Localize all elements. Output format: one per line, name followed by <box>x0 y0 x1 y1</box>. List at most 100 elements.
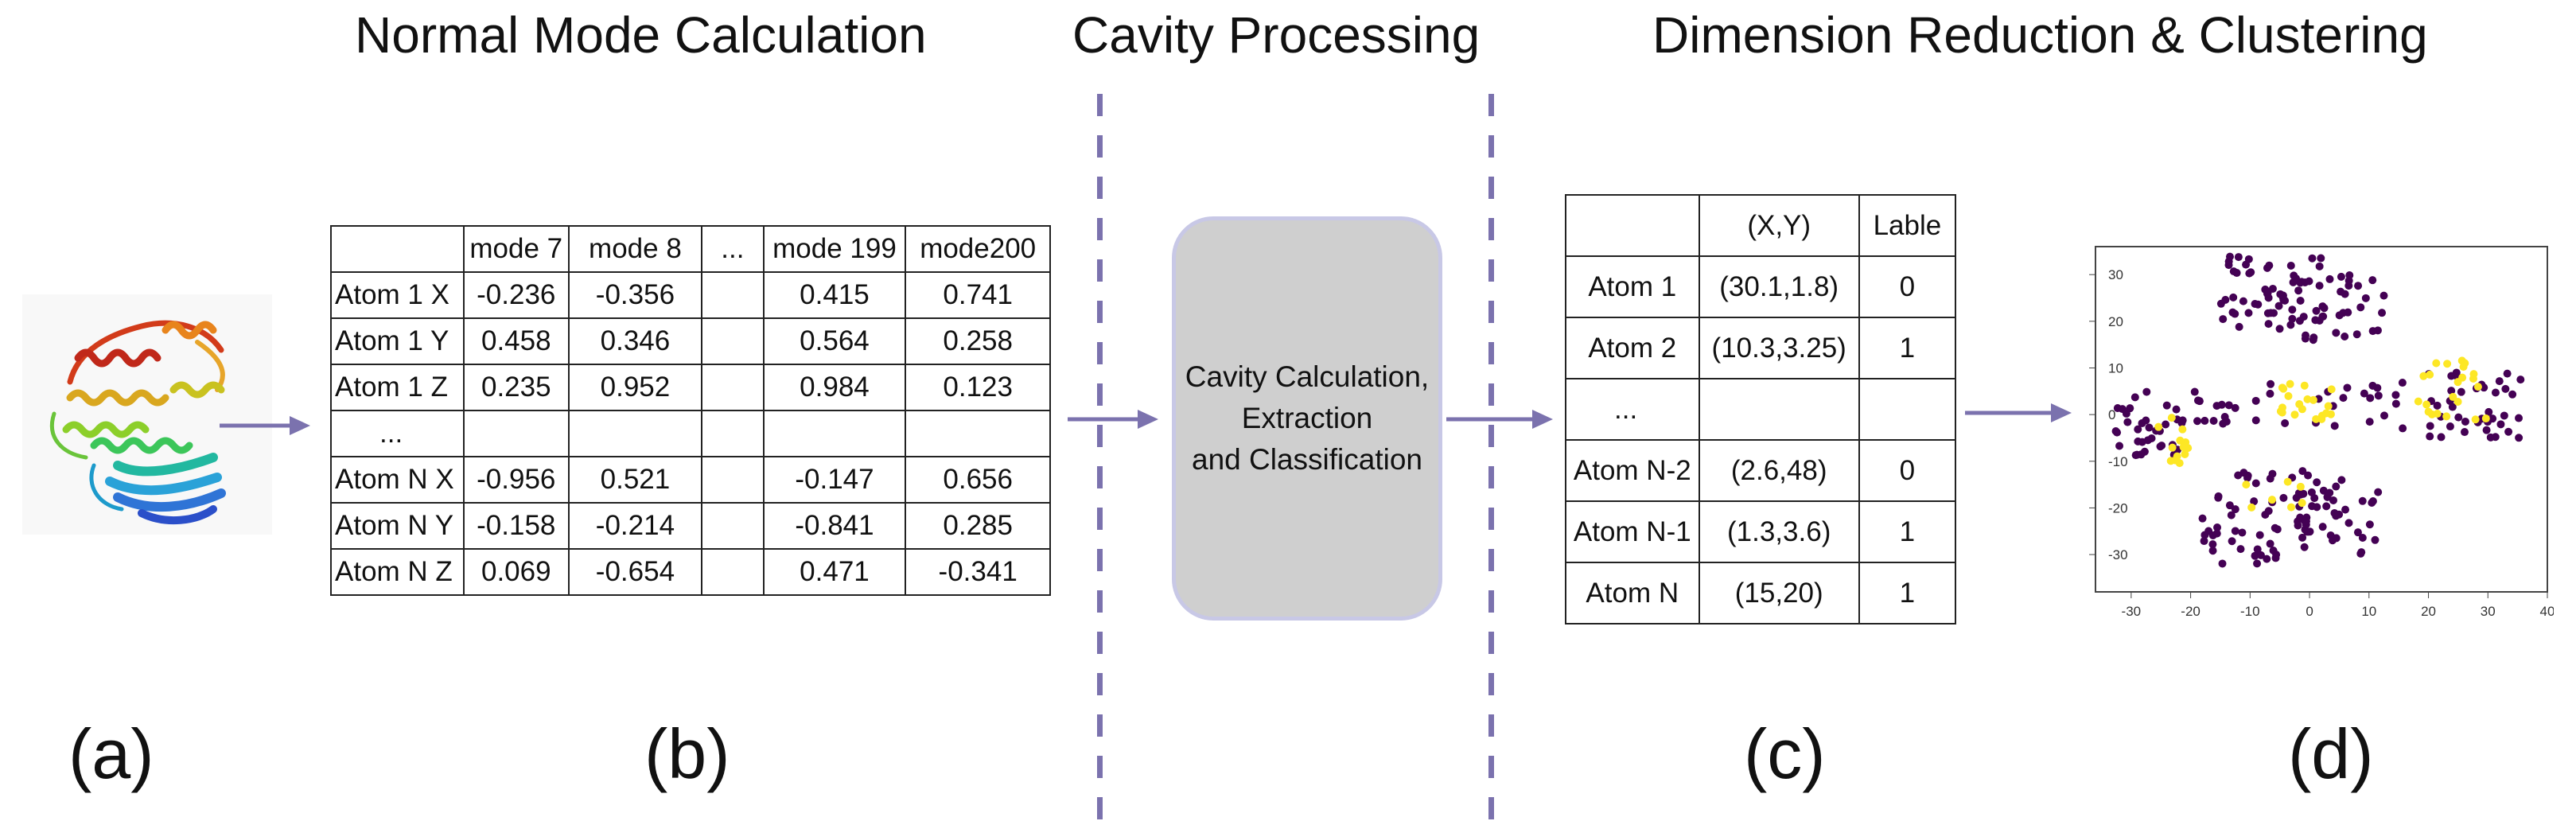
table-cell: 0.984 <box>762 364 907 411</box>
scatter-point-class-0 <box>2267 379 2275 388</box>
scatter-point-class-0 <box>2398 379 2407 387</box>
scatter-point-class-0 <box>2162 401 2171 410</box>
scatter-point-class-1 <box>2471 415 2480 424</box>
scatter-point-class-1 <box>2414 397 2422 406</box>
y-tick-label: -10 <box>2108 454 2128 469</box>
scatter-point-class-0 <box>2229 267 2238 276</box>
scatter-point-class-0 <box>2325 488 2334 497</box>
scatter-point-class-0 <box>2313 478 2321 487</box>
arrow-b-to-process <box>1068 410 1158 429</box>
scatter-point-class-0 <box>2294 488 2303 497</box>
scatter-point-class-0 <box>2118 405 2127 414</box>
scatter-point-class-0 <box>2200 537 2208 546</box>
table-cell: -0.341 <box>905 548 1051 596</box>
scatter-point-class-0 <box>2227 511 2236 519</box>
table-cell: (15,20) <box>1698 562 1860 625</box>
scatter-point-class-1 <box>2286 379 2294 388</box>
scatter-point-class-0 <box>2264 320 2273 329</box>
scatter-point-class-0 <box>2360 389 2368 398</box>
scatter-point-class-1 <box>2324 402 2333 410</box>
scatter-point-class-1 <box>2278 408 2286 417</box>
scatter-point-class-0 <box>2313 503 2321 512</box>
cavity-process-box: Cavity Calculation, Extraction and Class… <box>1172 216 1442 621</box>
table-cell <box>701 548 765 596</box>
scatter-point-class-0 <box>2366 394 2375 403</box>
scatter-point-class-0 <box>2261 510 2270 519</box>
scatter-point-class-1 <box>2287 503 2296 512</box>
table-cell: (2.6,48) <box>1698 439 1860 502</box>
table-cell: -0.841 <box>762 502 907 550</box>
scatter-point-class-0 <box>2263 554 2271 563</box>
scatter-point-class-0 <box>2193 417 2202 426</box>
scatter-point-class-1 <box>2327 385 2336 394</box>
scatter-point-class-0 <box>2337 476 2346 484</box>
header-cavity-processing: Cavity Processing <box>1072 6 1481 64</box>
scatter-point-class-0 <box>2275 325 2284 333</box>
row-label: Atom 2 <box>1565 317 1700 379</box>
scatter-point-class-1 <box>2181 449 2189 458</box>
scatter-point-class-0 <box>2216 299 2225 308</box>
scatter-point-class-1 <box>2433 410 2442 418</box>
scatter-point-class-0 <box>2515 414 2523 422</box>
scatter-point-class-0 <box>2142 387 2151 396</box>
arrow-a-to-b <box>220 416 310 435</box>
scatter-point-class-0 <box>2341 505 2350 514</box>
scatter-point-class-0 <box>2219 315 2228 324</box>
scatter-point-class-0 <box>2309 336 2317 344</box>
coordinate-label-table: (X,Y) Lable Atom 1 (30.1,1.8) 0 Atom 2 (… <box>1565 194 1957 625</box>
process-line-2: Extraction <box>1241 402 1373 434</box>
scatter-point-class-0 <box>2234 471 2243 480</box>
scatter-point-class-1 <box>2242 481 2251 489</box>
table-cell <box>1698 378 1860 441</box>
scatter-point-class-0 <box>2235 322 2243 331</box>
scatter-point-class-0 <box>2426 422 2434 430</box>
arrow-process-to-c <box>1446 410 1553 429</box>
scatter-point-class-0 <box>2365 520 2374 529</box>
table-cell: 0.415 <box>762 271 907 319</box>
header-dimension-reduction: Dimension Reduction & Clustering <box>1652 6 2428 64</box>
scatter-point-class-0 <box>2278 291 2287 300</box>
scatter-point-class-0 <box>2496 420 2505 429</box>
scatter-point-class-0 <box>2307 488 2316 496</box>
row-label: Atom N-1 <box>1565 500 1700 563</box>
separator-right <box>1488 94 1494 821</box>
scatter-point-class-0 <box>2330 508 2339 517</box>
scatter-point-class-0 <box>2371 535 2379 544</box>
scatter-point-class-0 <box>2147 434 2156 443</box>
scatter-point-class-0 <box>2379 291 2388 300</box>
table-cell: 0.235 <box>462 364 570 411</box>
scatter-point-class-0 <box>2266 389 2274 398</box>
scatter-point-class-0 <box>2508 390 2517 399</box>
table-row: Atom N (15,20) 1 <box>1565 562 1957 625</box>
x-tick-label: -30 <box>2122 604 2142 619</box>
scatter-point-class-0 <box>2251 551 2259 560</box>
table-row: Atom N X -0.956 0.521 -0.147 0.656 <box>330 456 1051 504</box>
scatter-point-class-0 <box>2145 423 2154 432</box>
table-cell: 0.346 <box>567 317 703 365</box>
panel-label-b: (b) <box>644 714 730 793</box>
scatter-point-class-1 <box>2473 383 2482 391</box>
scatter-point-class-0 <box>2134 425 2142 434</box>
table-cell <box>701 271 765 319</box>
table-cell <box>701 456 765 504</box>
table-cell: 0.564 <box>762 317 907 365</box>
table-cell: 0.952 <box>567 364 703 411</box>
scatter-point-class-0 <box>2296 297 2305 305</box>
table-cell: 0.285 <box>905 502 1051 550</box>
scatter-point-class-0 <box>2325 274 2334 283</box>
table-cell <box>762 410 907 457</box>
scatter-point-class-1 <box>2481 414 2490 423</box>
row-label: ... <box>330 410 465 457</box>
scatter-point-class-1 <box>2176 436 2185 445</box>
scatter-point-class-1 <box>2284 391 2293 400</box>
row-label: Atom N <box>1565 562 1700 625</box>
scatter-point-class-0 <box>2162 420 2170 429</box>
scatter-point-class-0 <box>2482 426 2491 434</box>
row-label: Atom N Z <box>330 548 465 596</box>
scatter-point-class-0 <box>2302 527 2311 536</box>
x-tick-label: -20 <box>2181 604 2200 619</box>
scatter-point-class-0 <box>2265 261 2274 270</box>
table-cell: 0.741 <box>905 271 1051 319</box>
table-cell: 0.656 <box>905 456 1051 504</box>
scatter-point-class-1 <box>2247 503 2256 512</box>
